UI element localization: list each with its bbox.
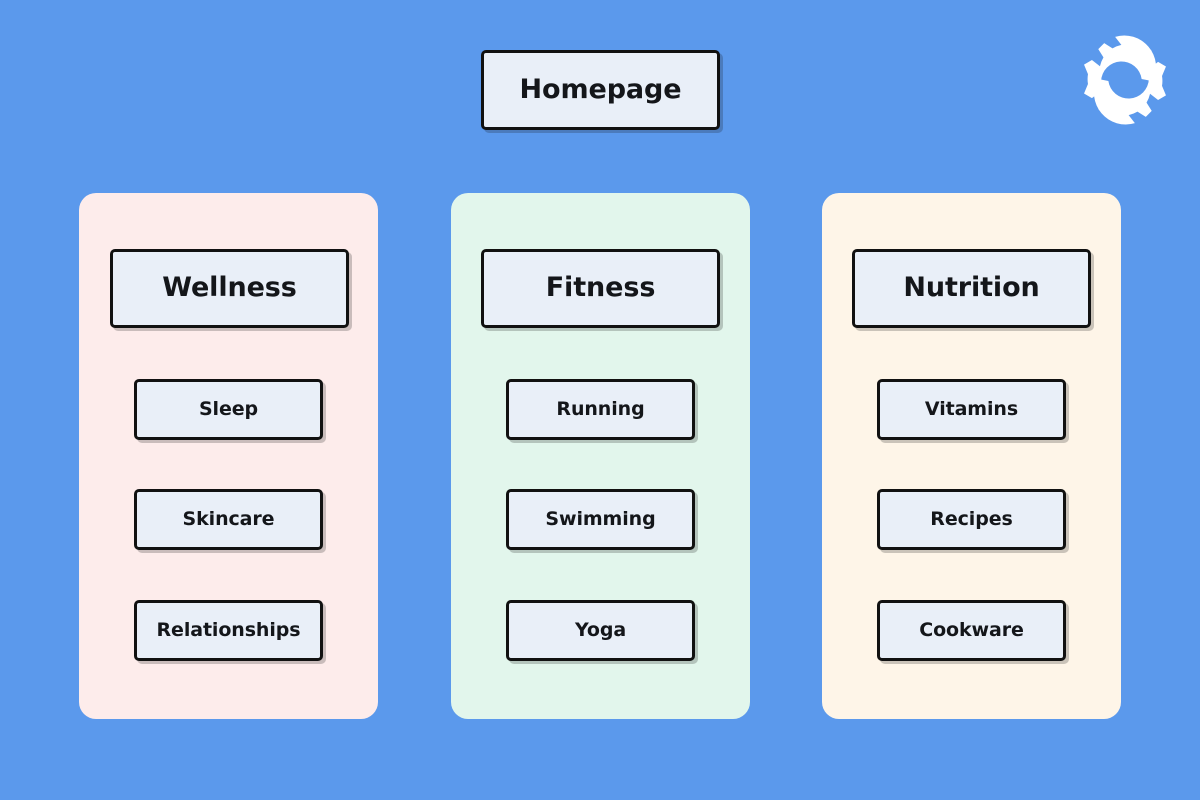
node-cookware[interactable]: Cookware: [877, 600, 1066, 661]
double-gear-sync-icon: [1073, 28, 1177, 132]
node-running[interactable]: Running: [506, 379, 695, 440]
node-sleep[interactable]: Sleep: [134, 379, 323, 440]
node-recipes[interactable]: Recipes: [877, 489, 1066, 550]
node-fitness[interactable]: Fitness: [481, 249, 720, 328]
node-relationships[interactable]: Relationships: [134, 600, 323, 661]
node-nutrition[interactable]: Nutrition: [852, 249, 1091, 328]
node-swimming[interactable]: Swimming: [506, 489, 695, 550]
node-skincare[interactable]: Skincare: [134, 489, 323, 550]
node-homepage[interactable]: Homepage: [481, 50, 720, 130]
node-yoga[interactable]: Yoga: [506, 600, 695, 661]
node-wellness[interactable]: Wellness: [110, 249, 349, 328]
node-vitamins[interactable]: Vitamins: [877, 379, 1066, 440]
